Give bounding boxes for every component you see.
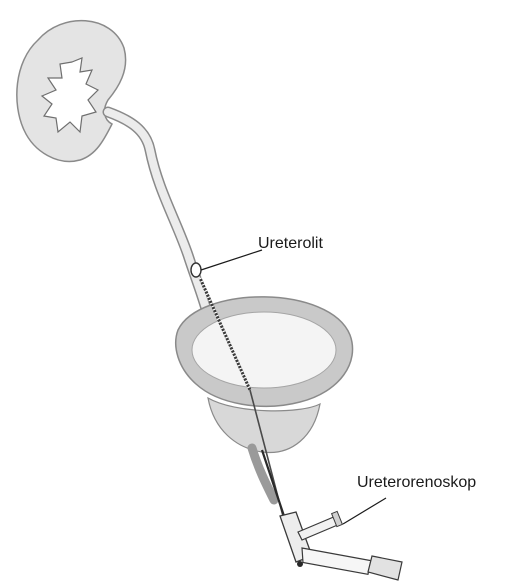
- kidney: [17, 21, 126, 162]
- ureter-tube: [108, 112, 212, 330]
- label-ureterorenoskop: Ureterorenoskop: [357, 475, 476, 491]
- bladder-inner: [192, 312, 336, 388]
- label-ureterolit: Ureterolit: [258, 236, 323, 252]
- ureterorenoscope: [262, 450, 402, 580]
- bladder: [176, 297, 353, 500]
- ureterolith-stone: [191, 263, 201, 277]
- leader-line-ureterorenoskop: [343, 498, 386, 524]
- scope-eyepiece-tube: [299, 546, 371, 576]
- scope-eyepiece: [368, 556, 402, 580]
- ureter-tube-inner: [108, 112, 212, 330]
- ureter: [108, 112, 212, 330]
- scope-tip: [297, 561, 303, 567]
- leader-line-ureterolit: [201, 250, 262, 270]
